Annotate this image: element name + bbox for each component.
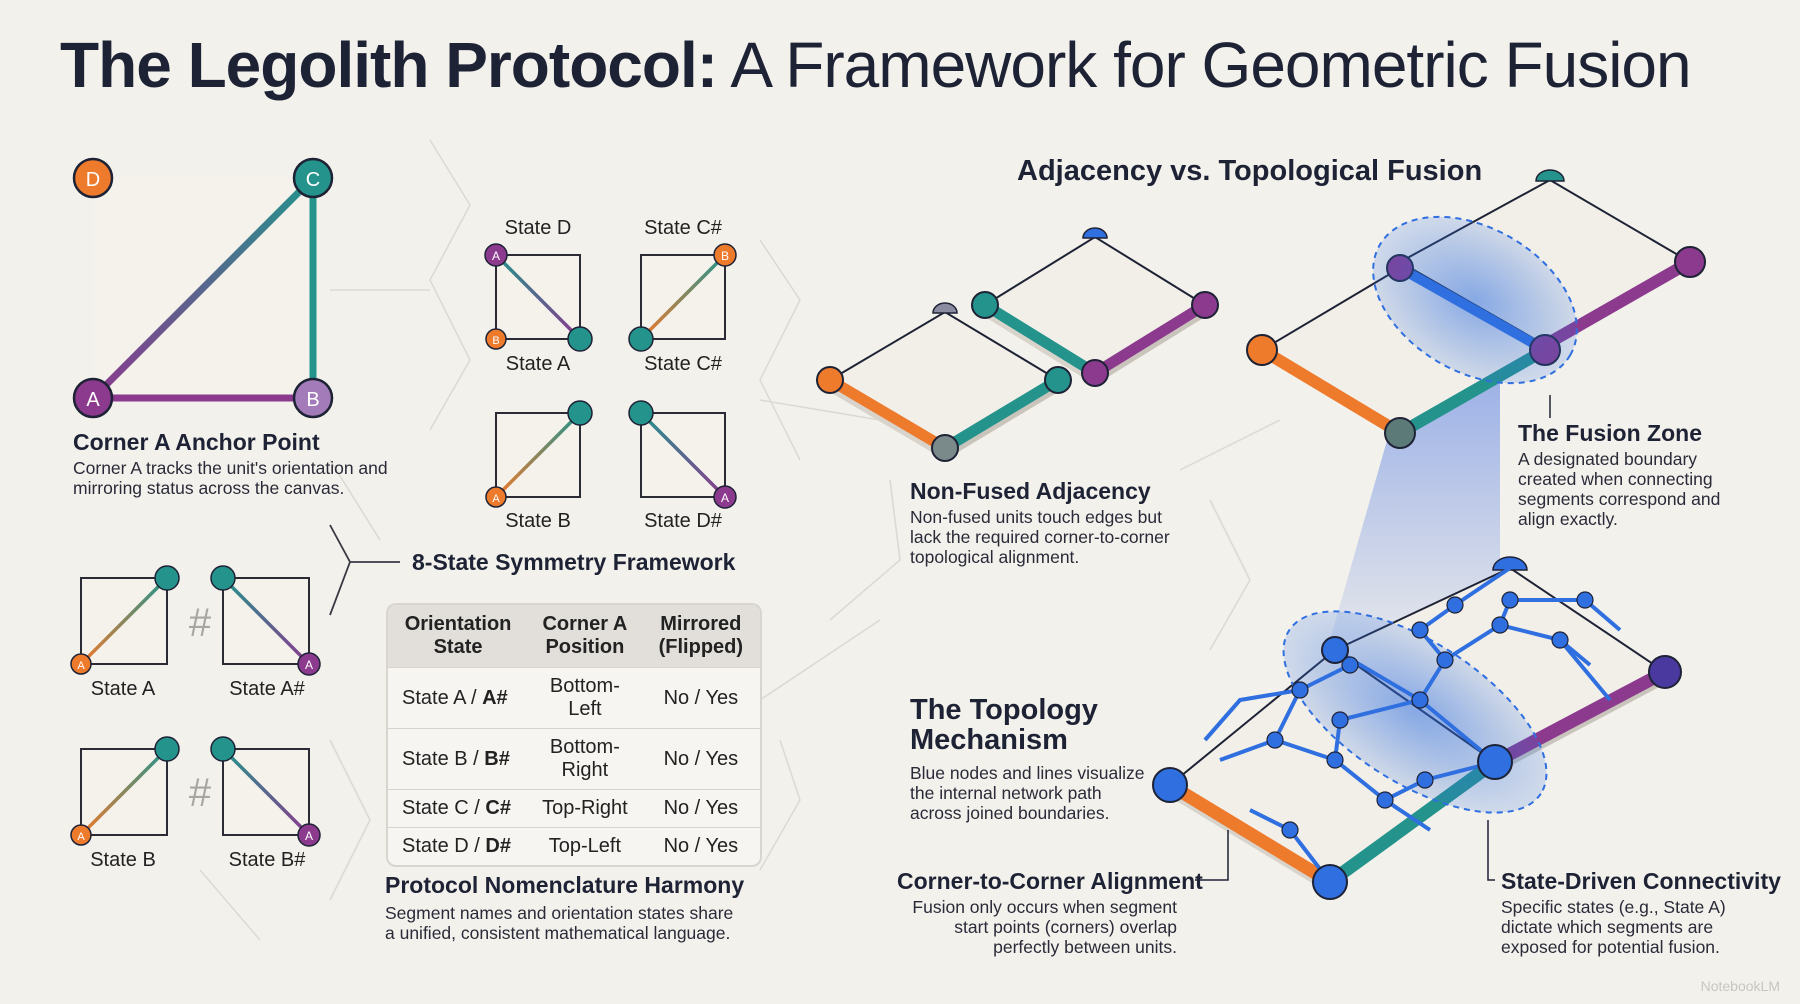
label-pair-state-b-sharp: State B#: [228, 849, 306, 871]
label-state-c-sharp: State C#: [644, 353, 722, 375]
table-cell-state: State D / D#: [388, 827, 529, 865]
svg-text:B: B: [492, 335, 499, 347]
corner-a-letter: A: [86, 389, 100, 411]
table-cell-mirrored: No / Yes: [641, 789, 760, 828]
non-fused-desc: Non-fused units touch edges but lack the…: [910, 507, 1170, 567]
corner-d-node: [72, 157, 114, 199]
state-d-mini: A B: [484, 243, 593, 352]
table-header: Mirrored (Flipped): [641, 605, 760, 668]
table-row: State D / D# Top-Left No / Yes: [388, 827, 760, 865]
topology-heading: The Topology Mechanism: [910, 694, 1098, 756]
label-state-a: State A: [505, 353, 571, 375]
label-pair-state-a-sharp: State A#: [229, 678, 305, 700]
svg-text:A: A: [492, 493, 500, 505]
table-cell-state: State B / B#: [388, 728, 529, 790]
table-cell-mirrored: No / Yes: [641, 728, 760, 790]
state-c-sharp-mini: B: [628, 243, 737, 352]
label-pair-state-b: State B: [90, 849, 156, 871]
non-fused-heading: Non-Fused Adjacency: [910, 478, 1151, 504]
state-b-mini: A: [485, 400, 593, 508]
non-fused-tiles: [816, 227, 1219, 462]
svg-text:A: A: [77, 660, 85, 672]
corner-a-node: [72, 377, 114, 419]
fused-tiles: [1246, 169, 1706, 449]
anchor-desc: Corner A tracks the unit's orientation a…: [73, 458, 388, 498]
table-cell-position: Top-Left: [528, 827, 642, 865]
corner-b-letter: B: [306, 389, 319, 411]
table-row: State C / C# Top-Right No / Yes: [388, 789, 760, 828]
nomenclature-desc: Segment names and orientation states sha…: [385, 903, 734, 943]
topology-desc: Blue nodes and lines visualize the inter…: [910, 763, 1145, 823]
table-cell-position: Top-Right: [528, 789, 642, 828]
svg-text:A: A: [721, 491, 729, 505]
watermark-text: NotebookLM: [1700, 978, 1780, 994]
background-hex-lines: [199, 139, 1281, 941]
corner-b-node: [292, 377, 334, 419]
table-header: Orientation State: [388, 605, 529, 668]
corner-d-letter: D: [86, 169, 100, 191]
label-state-d-sharp: State D#: [644, 510, 722, 532]
table-cell-state: State C / C#: [388, 789, 529, 828]
pair-state-a-sharp: A: [210, 565, 321, 676]
page-title: The Legolith Protocol: A Framework for G…: [60, 29, 1692, 101]
pair-state-a: A: [70, 565, 180, 675]
svg-text:A: A: [77, 831, 85, 843]
fusion-zone-blob: [1372, 215, 1578, 385]
fusion-beam: [1330, 345, 1500, 640]
table-row: State A / A# Bottom-Left No / Yes: [388, 667, 760, 729]
table-header: Corner A Position: [528, 605, 642, 668]
pair-separator-b: #: [189, 771, 212, 815]
label-pair-state-a: State A: [90, 678, 156, 700]
state-driven-desc: Specific states (e.g., State A) dictate …: [1501, 897, 1726, 957]
state-driven-heading: State-Driven Connectivity: [1501, 868, 1781, 894]
topology-tiles: [1152, 556, 1682, 900]
corner-c-letter: C: [306, 169, 320, 191]
state-d-sharp-mini: A: [628, 400, 737, 509]
table-cell-position: Bottom-Right: [528, 728, 642, 790]
table-cell-mirrored: No / Yes: [641, 827, 760, 865]
c2c-heading: Corner-to-Corner Alignment: [897, 868, 1203, 894]
table-cell-position: Bottom-Left: [528, 667, 642, 729]
label-state-b: State B: [505, 510, 571, 532]
fusion-zone-heading: The Fusion Zone: [1518, 420, 1702, 446]
symmetry-bracket: [329, 524, 400, 616]
corner-c-node: [292, 157, 334, 199]
c2c-desc: Fusion only occurs when segment start po…: [912, 897, 1177, 957]
label-state-c-sharp-top: State C#: [644, 217, 722, 239]
adjacency-heading: Adjacency vs. Topological Fusion: [1017, 155, 1483, 187]
table-row: State B / B# Bottom-Right No / Yes: [388, 728, 760, 790]
svg-text:B: B: [721, 249, 729, 263]
pair-state-b-sharp: A: [210, 736, 321, 847]
fusion-zone-desc: A designated boundary created when conne…: [1518, 449, 1721, 529]
table-header-row: Orientation State Corner A Position Mirr…: [388, 605, 760, 668]
svg-text:A: A: [492, 249, 500, 263]
orientation-table: Orientation State Corner A Position Mirr…: [388, 605, 760, 865]
anchor-square-diagram: D C A B: [72, 157, 334, 419]
anchor-heading: Corner A Anchor Point: [73, 429, 320, 455]
svg-text:A: A: [305, 829, 313, 843]
table-cell-state: State A / A#: [388, 667, 529, 729]
symmetry-heading: 8-State Symmetry Framework: [412, 549, 736, 575]
pair-state-b: A: [70, 736, 180, 846]
pair-separator-a: #: [189, 601, 212, 645]
table-cell-mirrored: No / Yes: [641, 667, 760, 729]
nomenclature-heading: Protocol Nomenclature Harmony: [385, 872, 745, 898]
svg-text:A: A: [305, 658, 313, 672]
label-state-d: State D: [504, 217, 572, 239]
